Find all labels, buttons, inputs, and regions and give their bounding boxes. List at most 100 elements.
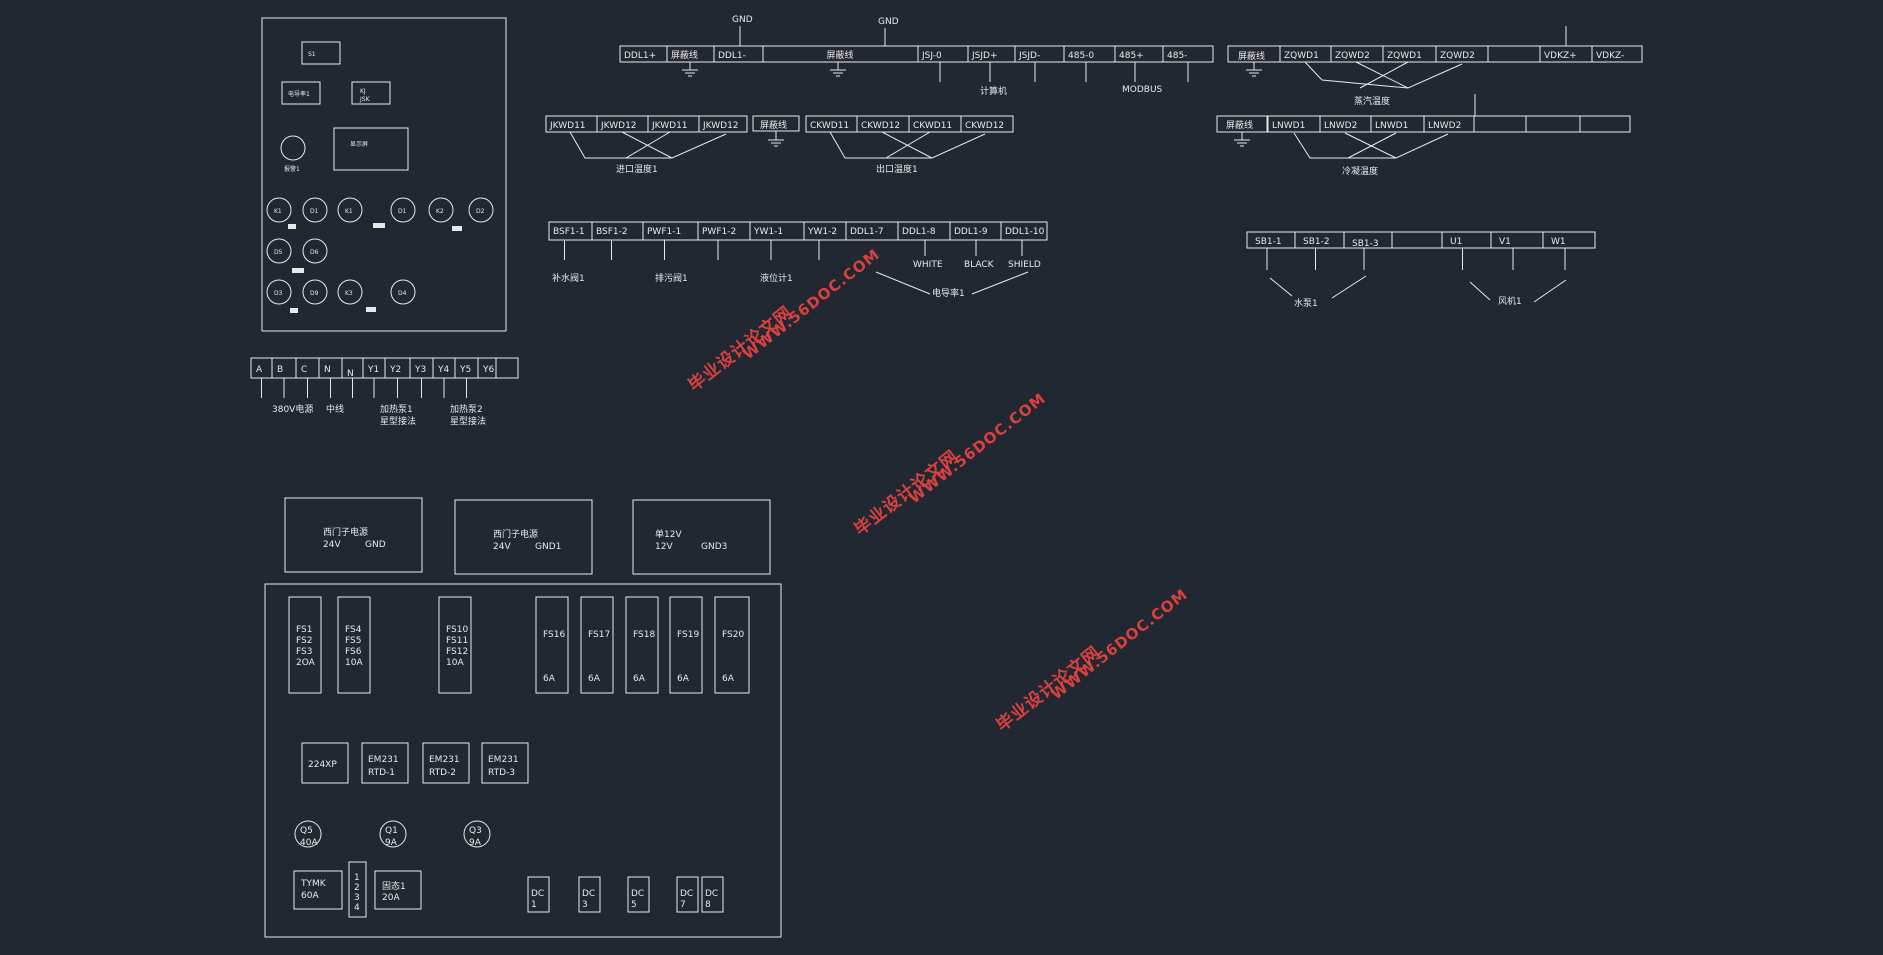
power-terminal-11 xyxy=(495,357,519,379)
ssr-amp-label: 20A xyxy=(382,893,400,903)
indicator-lamp-icon: D6 xyxy=(302,238,328,264)
fuse-label: FS2 xyxy=(296,636,312,646)
motor-terminal-0: SB1-1 xyxy=(1246,231,1296,270)
pump1-wiring-label: 星型接法 xyxy=(380,415,416,427)
power-terminal-4: N xyxy=(341,357,364,398)
module-label: 224XP xyxy=(308,760,337,770)
power-380v-label: 380V电源 xyxy=(272,403,313,415)
valve-terminal-9: DDL1-10 xyxy=(1000,221,1048,241)
module-sub-label: RTD-3 xyxy=(488,768,515,778)
lamp-label: K1 xyxy=(345,208,353,215)
comm-terminal-7: 485-0 xyxy=(1063,45,1116,63)
dc-relay-2: DC5 xyxy=(627,876,650,913)
motor-terminal-label: SB1-2 xyxy=(1303,237,1330,247)
psu-title: 单12V xyxy=(655,528,682,540)
cond-terminal-5 xyxy=(1525,115,1581,133)
power-terminal-label: Y6 xyxy=(482,365,494,375)
inlet-terminal-1: JKWD12 xyxy=(596,115,649,133)
fuse-label: FS10 xyxy=(446,625,468,635)
svg-text:WWW.56DOC.COM: WWW.56DOC.COM xyxy=(739,245,883,363)
lamp-label: D3 xyxy=(274,290,283,297)
outlet-terminal-label: CKWD12 xyxy=(861,121,900,131)
valve-terminal-label: BSF1-1 xyxy=(553,227,585,237)
steam-terminal-label: ZQWD1 xyxy=(1387,51,1422,61)
fuses: FS1FS2FS32OAFS4FS5FS610AFS10FS11FS1210AF… xyxy=(288,596,750,694)
lamp-label: D1 xyxy=(398,208,407,215)
comm-terminal-label: 485-0 xyxy=(1068,51,1094,61)
valve-terminal-0: BSF1-1 xyxy=(548,221,593,260)
inlet-terminal-label: JKWD12 xyxy=(600,121,637,131)
cond-terminal-4 xyxy=(1473,115,1527,133)
dc-number: 3 xyxy=(582,900,588,910)
steam-shield-label: 屏蔽线 xyxy=(1238,50,1265,62)
switch-s1-label: S1 xyxy=(308,51,316,58)
makeup-valve-label: 补水阀1 xyxy=(552,272,585,284)
cond-terminal-0: LNWD1 xyxy=(1267,115,1321,133)
steam-terminal-label: ZQWD1 xyxy=(1284,51,1319,61)
cond-shield-label: 屏蔽线 xyxy=(1226,119,1253,131)
white-wire-label: WHITE xyxy=(913,260,943,270)
module-label: EM231 xyxy=(488,755,519,765)
inlet-terminal-label: JKWD11 xyxy=(549,121,586,131)
dc-label: DC xyxy=(705,889,718,899)
watermark: 毕业设计论文网 WWW.56DOC.COM 毕业设计论文网 WWW.56DOC.… xyxy=(684,245,1191,736)
valve-terminal-5: YW1-2 xyxy=(803,221,847,260)
outlet-terminal-label: CKWD11 xyxy=(913,121,952,131)
cond-temp-label: 冷凝温度 xyxy=(1342,165,1378,177)
comm-terminal-3: 屏蔽线 xyxy=(762,45,919,63)
module-sub-label: RTD-2 xyxy=(429,768,456,778)
cond-terminal-label: LNWD1 xyxy=(1272,121,1305,131)
valve-terminal-label: PWF1-2 xyxy=(702,227,736,237)
valve-terminal-label: YW1-2 xyxy=(807,227,837,237)
fan-label: 风机1 xyxy=(1498,295,1522,307)
inlet-terminal-2: JKWD11 xyxy=(647,115,700,133)
indicator-lamp-icon: D2 xyxy=(468,197,494,223)
outlet-terminal-label: CKWD12 xyxy=(965,121,1004,131)
inlet-temp-label: 进口温度1 xyxy=(616,163,658,175)
strip-number: 3 xyxy=(354,893,360,903)
lamp-label: K2 xyxy=(436,208,444,215)
lamp-label: D6 xyxy=(310,249,319,256)
indicator-lamp-icon: K2 xyxy=(428,197,454,223)
steam-terminal-label: ZQWD2 xyxy=(1440,51,1475,61)
level-meter-label: 液位计1 xyxy=(760,272,793,284)
conductivity-meter-label: 电导率1 xyxy=(932,287,965,299)
inlet-terminal-label: JKWD12 xyxy=(702,121,739,131)
power-terminal-label: N xyxy=(324,365,331,375)
strip-number: 2 xyxy=(354,883,360,893)
comm-terminal-label: JSJD+ xyxy=(971,51,998,61)
indicator-lamp-icon: K3 xyxy=(337,279,363,305)
shield-wire-label: SHIELD xyxy=(1008,260,1041,270)
dc-number: 1 xyxy=(531,900,537,910)
strip-number: 1 xyxy=(354,873,360,883)
power-terminal-10: Y6 xyxy=(477,357,497,379)
indicator-lamp-icon: D9 xyxy=(302,279,328,305)
steam-terminal-label: ZQWD2 xyxy=(1335,51,1370,61)
fuse-label: FS17 xyxy=(588,630,610,640)
lamp-label: D5 xyxy=(274,249,283,256)
indicator-lamp-icon: D1 xyxy=(302,197,328,223)
power-terminal-label: Y5 xyxy=(459,365,471,375)
fuse-label: FS5 xyxy=(345,636,361,646)
comm-terminal-2: DDL1- xyxy=(713,45,764,63)
steam-terminal-1: ZQWD2 xyxy=(1330,45,1384,63)
modbus-label: MODBUS xyxy=(1122,85,1163,95)
module-label: EM231 xyxy=(368,755,399,765)
dc-number: 5 xyxy=(631,900,637,910)
power-terminal-9: Y5 xyxy=(454,357,479,398)
steam-terminal-label: VDKZ+ xyxy=(1544,51,1577,61)
